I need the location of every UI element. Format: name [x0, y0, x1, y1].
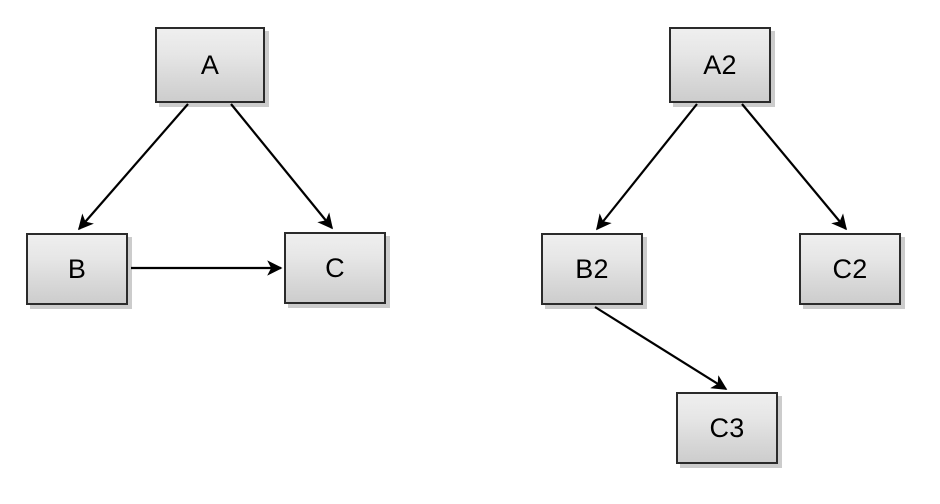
edge-a-to-b	[77, 103, 189, 231]
node-label-a: A	[200, 49, 220, 80]
node-a2[interactable]: A2	[669, 27, 771, 103]
edge-b2-to-c3	[594, 306, 728, 390]
node-label-c2: C2	[832, 253, 868, 284]
node-label-c: C	[325, 252, 345, 283]
edge-a2-to-b2	[596, 103, 698, 231]
edges-group	[77, 103, 847, 390]
node-label-a2: A2	[703, 49, 737, 80]
edge-a2-to-c2	[741, 103, 847, 231]
node-c3[interactable]: C3	[676, 392, 778, 464]
node-label-b: B	[67, 253, 87, 284]
node-b2[interactable]: B2	[541, 233, 643, 305]
node-c2[interactable]: C2	[799, 233, 901, 305]
edge-a-to-c	[230, 103, 333, 230]
node-b[interactable]: B	[26, 233, 128, 305]
node-c[interactable]: C	[284, 232, 386, 304]
node-a[interactable]: A	[155, 27, 265, 103]
node-label-b2: B2	[575, 253, 609, 284]
node-label-c3: C3	[709, 412, 745, 443]
